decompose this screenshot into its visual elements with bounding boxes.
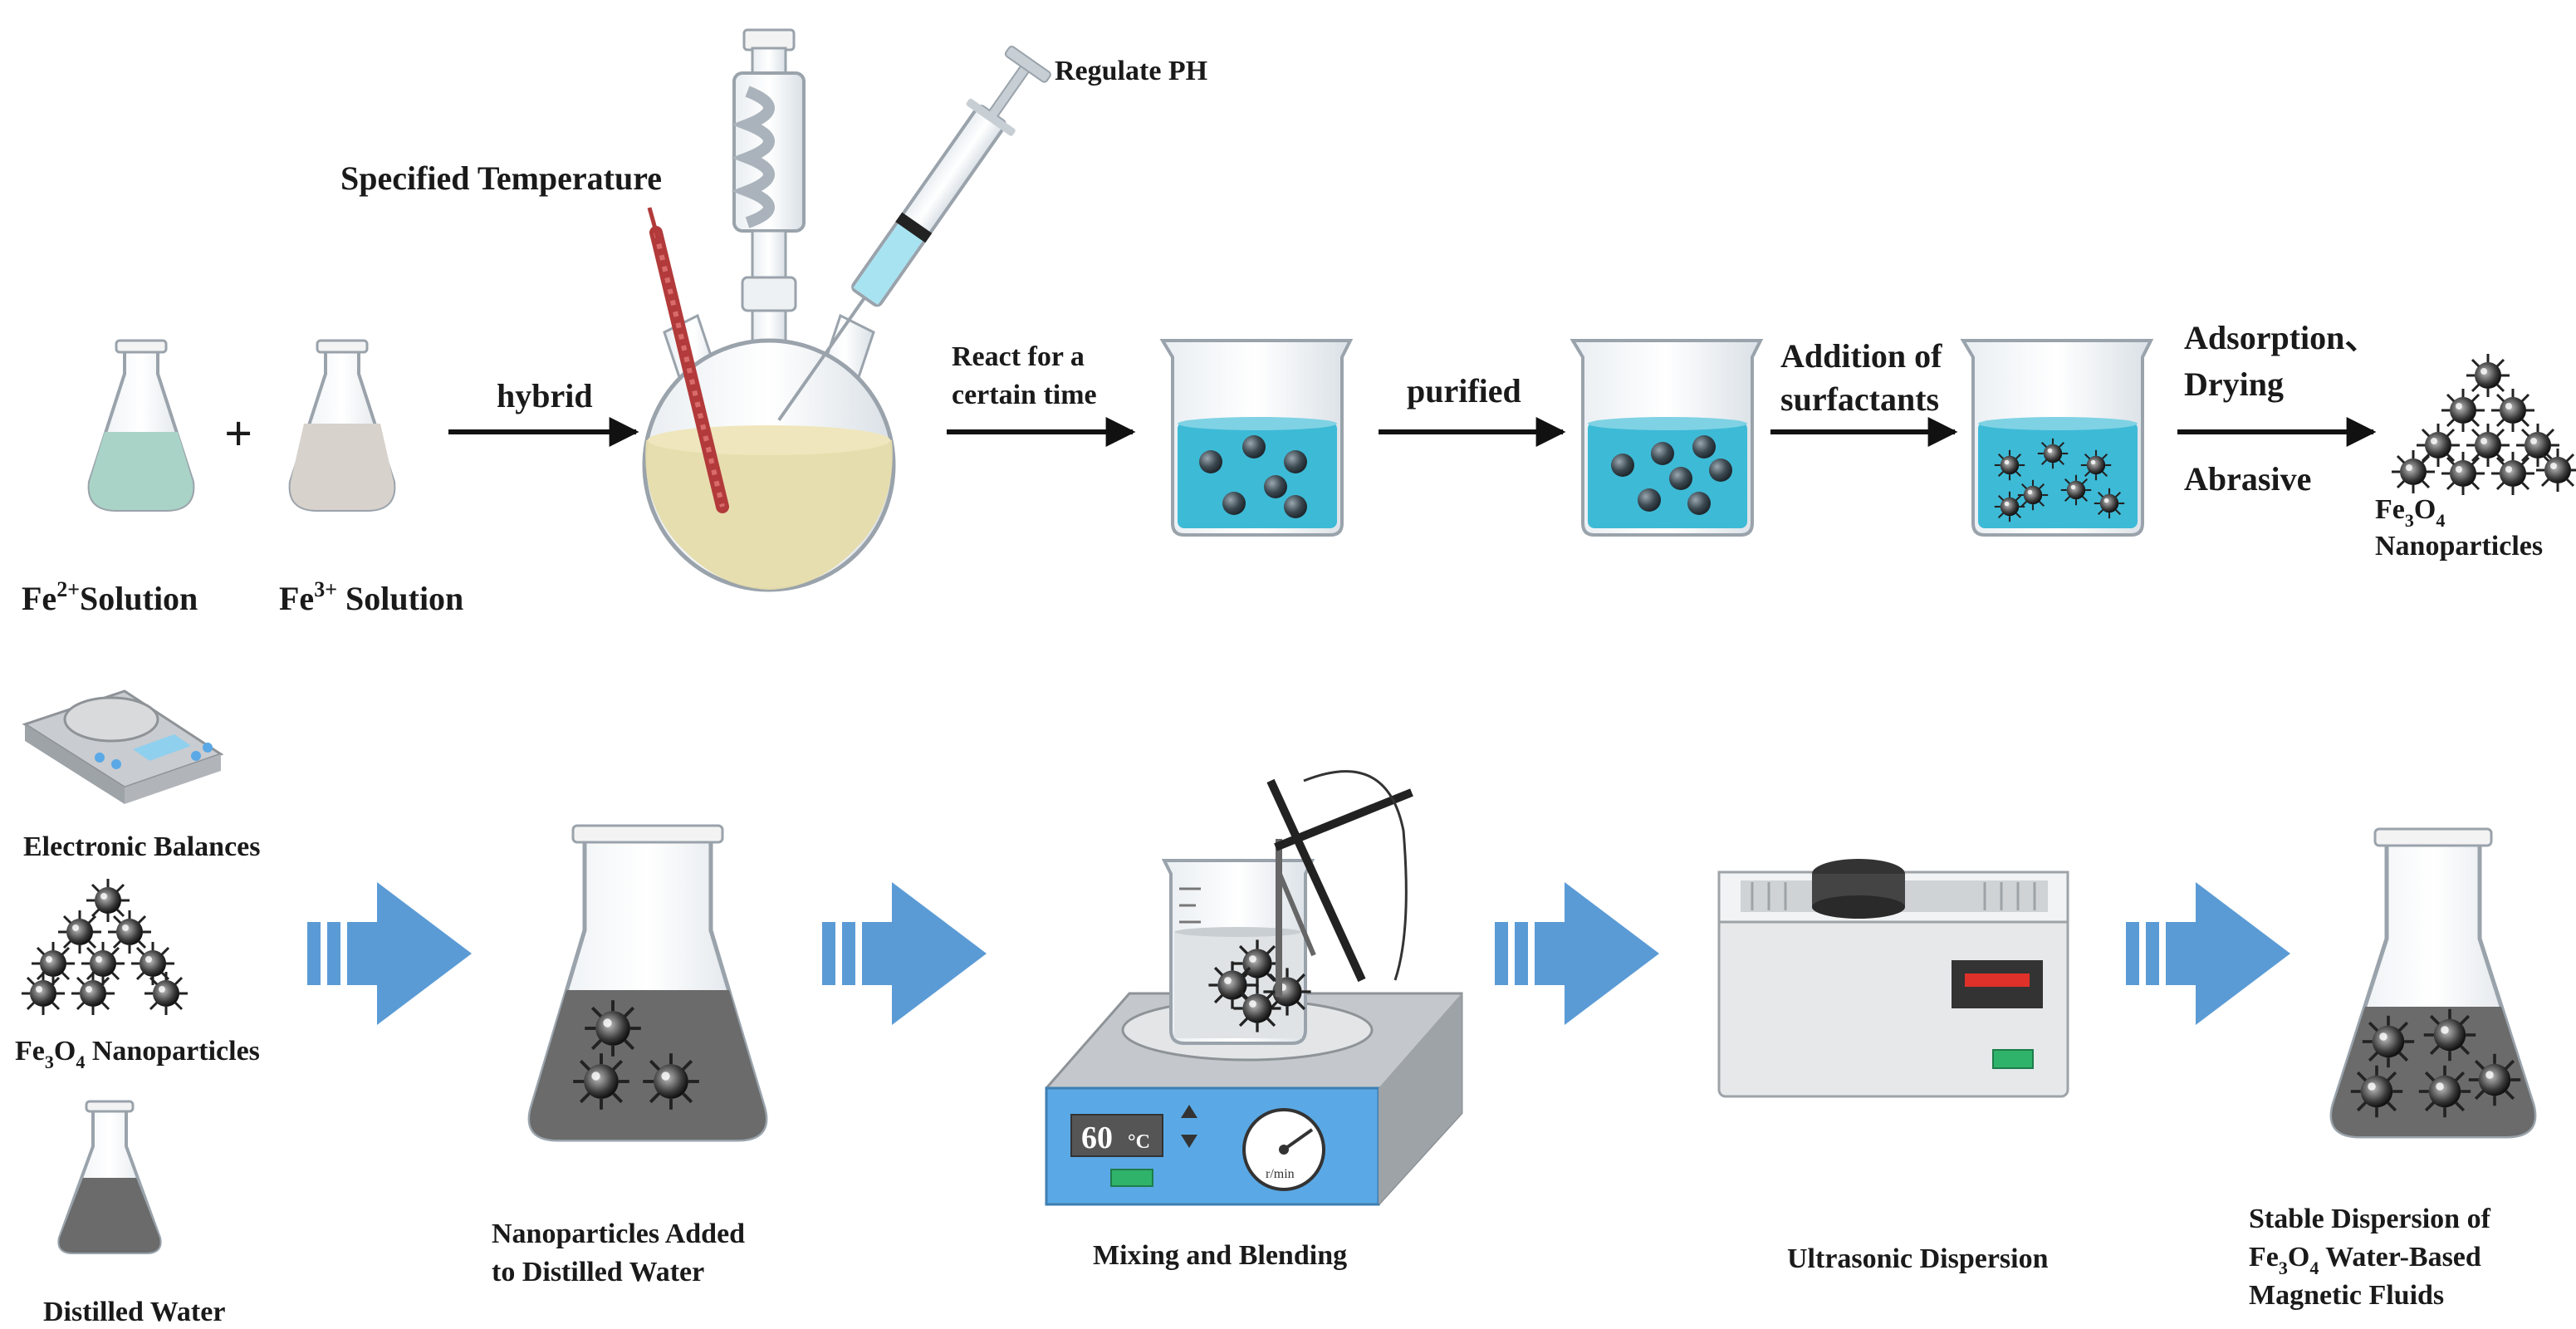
product-nanoparticles-label: Nanoparticles <box>2375 531 2543 562</box>
distilled-water-flask-icon <box>57 1100 162 1254</box>
electronic-balances-label: Electronic Balances <box>23 831 261 862</box>
added-label-line1: Nanoparticles Added <box>492 1219 745 1249</box>
stirrer-dial-unit: r/min <box>1266 1167 1295 1181</box>
nanoparticles-ingredient-label: Fe3O4 Nanoparticles <box>15 1036 260 1072</box>
regulate-ph-label: Regulate PH <box>1055 56 1207 86</box>
abrasive-label: Abrasive <box>2184 460 2311 498</box>
fe3-flask-icon <box>288 339 396 512</box>
beaker-2-icon <box>1570 339 1764 537</box>
ultrasonic-cleaner-icon <box>1717 859 2069 1098</box>
beaker-3-icon <box>1960 339 2154 537</box>
adsorption-label: Adsorption、 <box>2184 319 2378 356</box>
beaker-1-icon <box>1159 339 1354 537</box>
distilled-water-label: Distilled Water <box>43 1297 225 1327</box>
ultrasonic-label: Ultrasonic Dispersion <box>1787 1243 2049 1274</box>
react-label-line2: certain time <box>952 380 1097 410</box>
fe2-flask-icon <box>87 339 195 512</box>
reaction-flask-icon <box>642 28 1051 592</box>
stable-label-line3: Magnetic Fluids <box>2249 1280 2444 1311</box>
drying-label: Drying <box>2184 365 2284 403</box>
surfactants-label-line1: Addition of <box>1780 337 1942 375</box>
react-label-line1: React for a <box>952 341 1085 372</box>
mixing-label: Mixing and Blending <box>1093 1240 1347 1271</box>
stirrer-temp-unit: °C <box>1128 1131 1150 1153</box>
hybrid-label: hybrid <box>497 377 593 414</box>
stirrer-temp-readout: 60 <box>1081 1121 1113 1155</box>
magnetic-fluid-flask-icon <box>2329 827 2537 1139</box>
block-arrow-1 <box>307 882 472 1025</box>
electronic-balance-icon <box>22 689 224 804</box>
flask-with-nanoparticles-icon <box>527 824 768 1142</box>
added-label-line2: to Distilled Water <box>492 1257 704 1287</box>
fe3-solution-label: Fe3+ Solution <box>279 577 463 617</box>
stable-label-line2: Fe3O4 Water-Based <box>2249 1242 2481 1278</box>
block-arrow-2 <box>822 882 987 1025</box>
nanoparticle-pile-small-icon <box>20 877 189 1017</box>
nanoparticle-pile-icon <box>2390 352 2576 497</box>
plus-sign: + <box>224 406 252 461</box>
magnetic-stirrer-icon: 60 °C r/min <box>1045 770 1463 1206</box>
product-formula-label: Fe3O4 <box>2375 494 2445 531</box>
block-arrow-3 <box>1495 882 1659 1025</box>
specified-temperature-label: Specified Temperature <box>340 159 662 197</box>
surfactants-label-line2: surfactants <box>1780 380 1939 418</box>
fe2-solution-label: Fe2+Solution <box>22 577 198 617</box>
stable-label-line1: Stable Dispersion of <box>2249 1204 2491 1234</box>
block-arrow-4 <box>2126 882 2290 1025</box>
purified-label: purified <box>1407 372 1521 409</box>
